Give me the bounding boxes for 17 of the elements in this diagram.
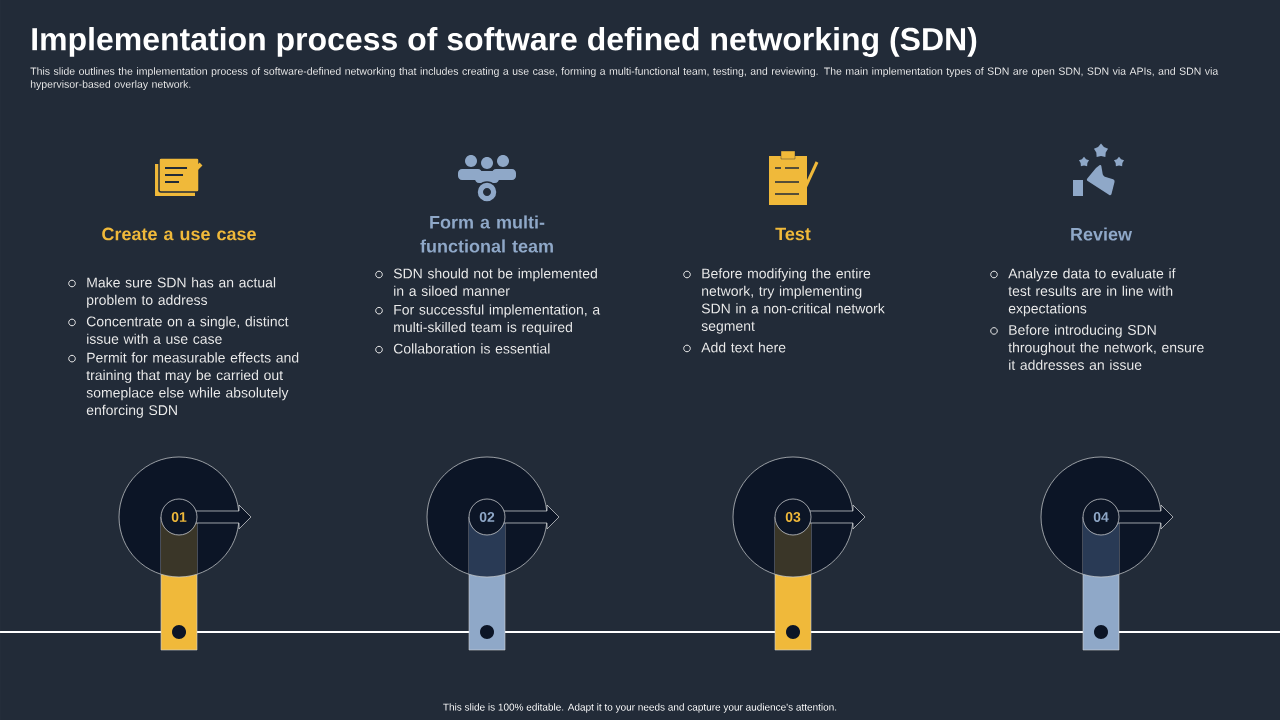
- bullet-text: Analyze data to evaluate if test results are in line with expectations: [1008, 268, 1176, 317]
- step-heading: Form a multi-functional team: [420, 215, 553, 253]
- bullet-text: Collaboration is essential: [393, 343, 550, 354]
- bullet-text: SDN should not be implemented in a siloed manner: [393, 268, 597, 296]
- bullet-text: Concentrate on a single, distinct issue with a use case: [86, 316, 289, 344]
- step-heading: Test: [775, 227, 811, 241]
- slide-title: Implementation process of software defined networking (SDN): [32, 27, 977, 57]
- bullet-text: Make sure SDN has an actual problem to address: [87, 277, 276, 308]
- bullet-text: Add text here: [701, 342, 786, 353]
- bullet-text: Before introducing SDN throughout the network, ensure it addresses an issue: [1008, 324, 1204, 370]
- step-heading: Create a use case: [102, 227, 256, 241]
- footer-text: This slide is 100% editable. Adapt it to your needs and capture your audience's attention.: [443, 703, 837, 713]
- bullet-text: Permit for measurable effects and training that may be carried out someplace else while absolutely enforcing SDN: [86, 352, 299, 418]
- description-text: This slide outlines the implementation process of software-defined networking that includes creating a use case, forming a multi-functional team, testing, and reviewing. The main implementation types of SDN are open SDN, SDN via APIs, and SDN via hypervisor-based overlay network.: [30, 67, 1219, 90]
- step-heading: Review: [1071, 227, 1133, 241]
- bullet-text: Before modifying the entire network, try implementing SDN in a non-critical network segment: [701, 268, 885, 334]
- bullet-text: For successful implementation, a multi-skilled team is required: [394, 304, 601, 335]
